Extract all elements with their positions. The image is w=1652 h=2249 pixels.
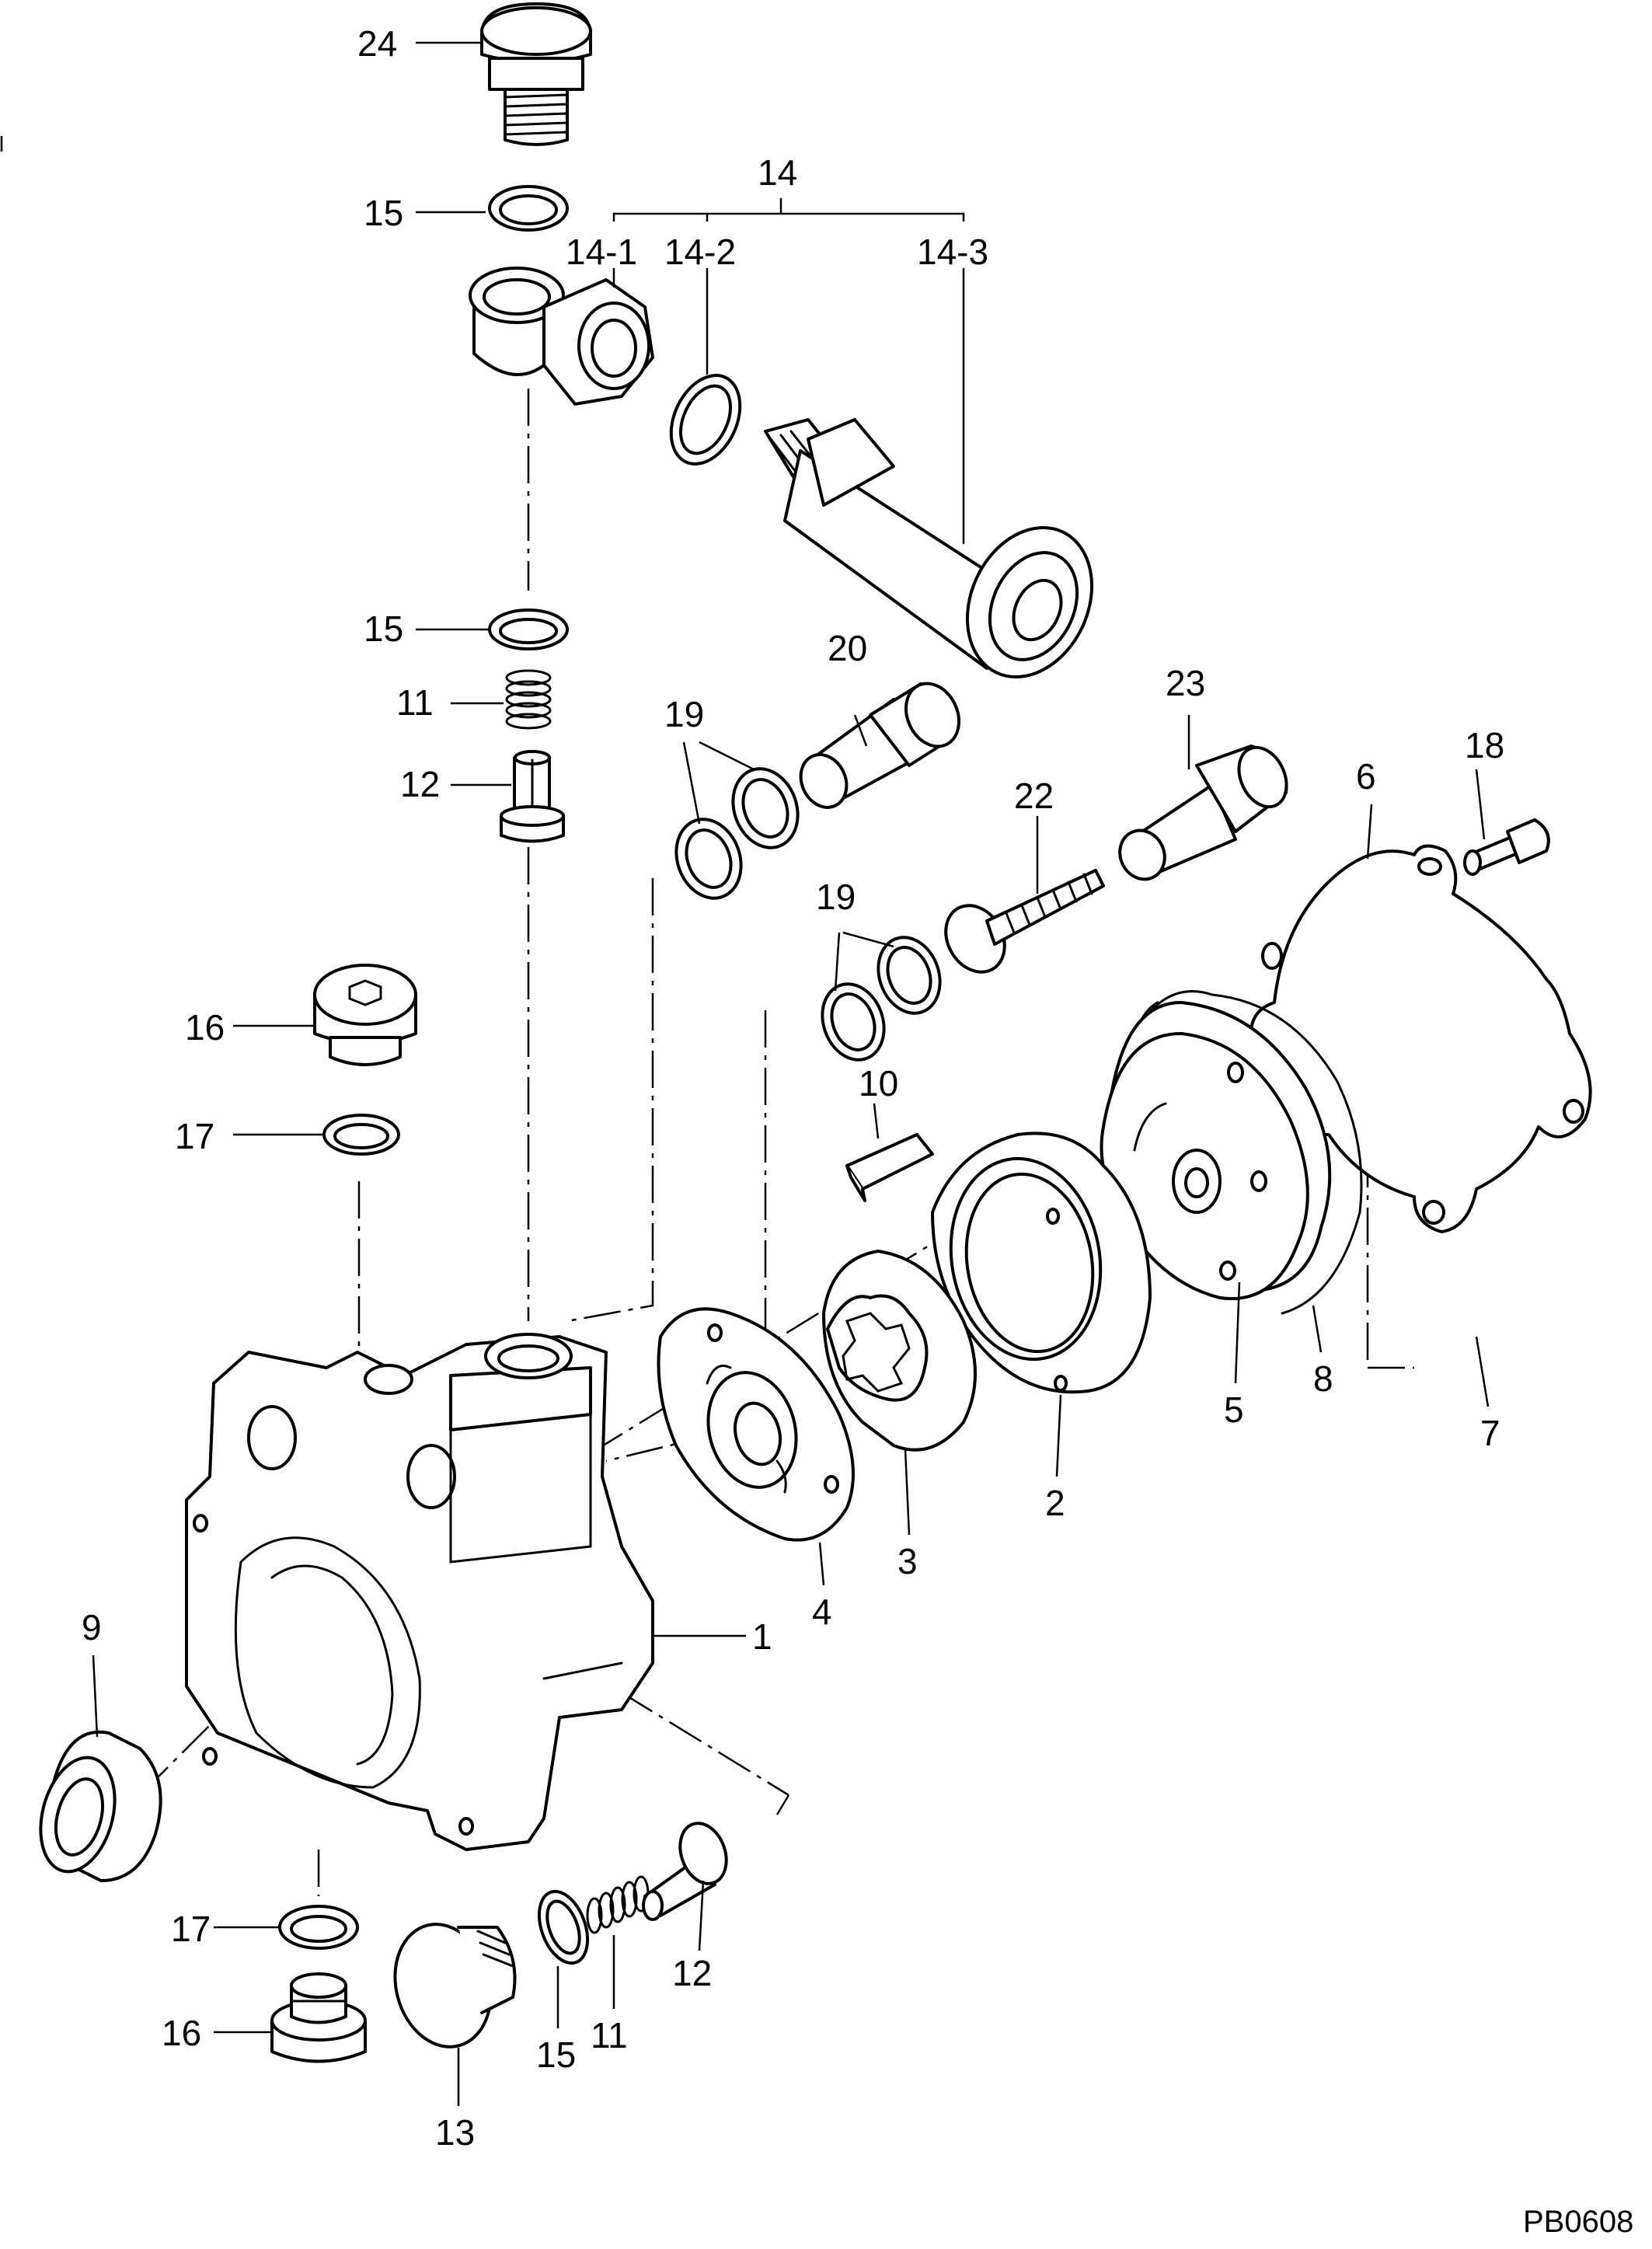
part-20-valve-plug — [799, 682, 961, 809]
part-24-plug — [480, 2, 592, 146]
label-4: 4 — [812, 1592, 832, 1632]
part-17-washer-bottom — [278, 1905, 359, 1950]
part-11-spring-bottom — [586, 1875, 650, 1934]
label-7: 7 — [1480, 1413, 1500, 1453]
part-9-oil-seal — [39, 1730, 162, 1882]
part-13-plug — [393, 1923, 517, 2049]
label-3: 3 — [897, 1541, 918, 1581]
label-1: 1 — [752, 1616, 772, 1657]
label-8: 8 — [1313, 1358, 1333, 1399]
label-12-top: 12 — [400, 764, 440, 804]
part-14-3-filter — [764, 418, 1094, 679]
part-22-spring-pin — [944, 869, 1105, 974]
part-17-washer-top — [322, 1114, 400, 1156]
part-19-washers-lower — [821, 936, 942, 1062]
part-15-gasket-bottom — [537, 1889, 590, 1965]
label-5: 5 — [1224, 1389, 1244, 1430]
part-19-washers-upper — [674, 767, 800, 900]
part-1-housing — [185, 1333, 654, 1851]
part-16-plug-bottom — [270, 1972, 367, 2063]
part-18-bolt — [1463, 818, 1550, 876]
label-13: 13 — [435, 2112, 475, 2153]
label-14-1: 14-1 — [566, 232, 637, 272]
part-14-1-banjo-fitting — [469, 267, 654, 406]
part-15-gasket-top — [488, 185, 569, 232]
label-15-top: 15 — [364, 193, 403, 233]
part-10-key — [845, 1133, 934, 1202]
label-6: 6 — [1356, 756, 1376, 797]
label-16-bottom: 16 — [162, 2013, 201, 2053]
label-11-top: 11 — [396, 682, 434, 723]
label-18: 18 — [1465, 725, 1504, 765]
leader-lines — [92, 41, 1490, 2106]
label-15-bottom: 15 — [536, 2035, 576, 2075]
label-9: 9 — [82, 1607, 102, 1648]
part-4-port-plate — [657, 1307, 855, 1542]
part-12-valve-top — [500, 750, 565, 843]
label-14-2: 14-2 — [664, 232, 736, 272]
part-16-plug-top — [313, 964, 417, 1066]
label-10: 10 — [859, 1063, 898, 1104]
label-12-bottom: 12 — [672, 1953, 712, 1993]
part-12-valve-bottom — [642, 1822, 728, 1921]
label-24: 24 — [357, 23, 397, 64]
part-labels: 24 14 15 14-1 14-2 14-3 15 11 12 19 20 2… — [82, 23, 1633, 2239]
label-20: 20 — [828, 628, 867, 668]
part-14-2-ring — [669, 374, 742, 465]
part-2-cam-ring — [931, 1131, 1152, 1394]
label-23: 23 — [1166, 663, 1205, 703]
label-14: 14 — [758, 152, 797, 193]
part-11-spring-top — [505, 669, 552, 730]
part-23-adjuster — [1118, 744, 1288, 881]
label-15-middle: 15 — [364, 608, 403, 649]
part-5-side-plate — [1100, 1001, 1332, 1301]
part-15-gasket-middle — [488, 608, 569, 650]
label-19-lower: 19 — [816, 877, 856, 917]
part-3-rotor — [822, 1250, 977, 1452]
label-2: 2 — [1045, 1483, 1065, 1523]
label-16-top: 16 — [185, 1007, 225, 1048]
label-17-top: 17 — [175, 1116, 214, 1156]
drawing-code: PB0608 — [1523, 2205, 1633, 2239]
label-22: 22 — [1014, 776, 1054, 816]
label-11-bottom: 11 — [591, 2015, 628, 2055]
label-17-bottom: 17 — [171, 1909, 211, 1949]
label-14-3: 14-3 — [917, 232, 988, 272]
label-19-upper: 19 — [664, 694, 704, 734]
